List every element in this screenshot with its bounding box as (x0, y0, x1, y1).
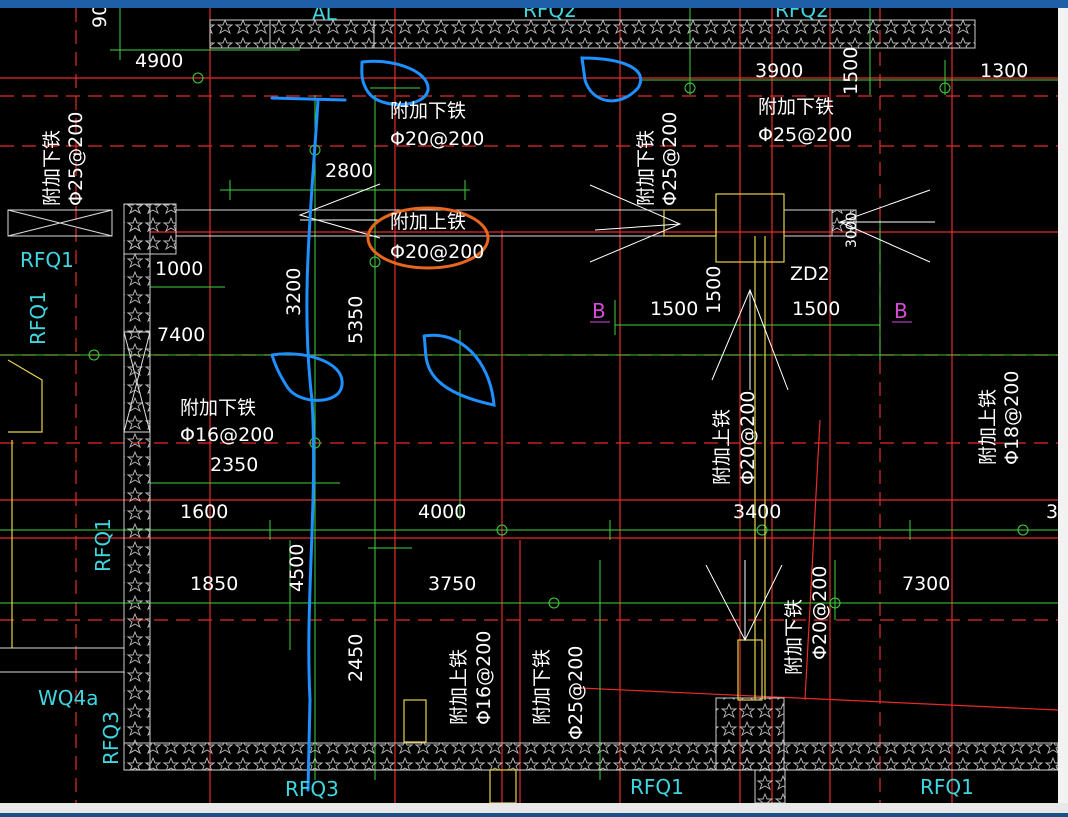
dim-7300: 7300 (902, 573, 950, 595)
dim-2450: 2450 (345, 634, 367, 682)
wall-pier-bottom (715, 697, 785, 771)
window-title-bar (0, 0, 1068, 8)
dim-1000: 1000 (155, 258, 203, 280)
label-zd2: ZD2 (790, 263, 830, 285)
note-3-title: 附加下铁 (41, 130, 63, 206)
dim-4000: 4000 (418, 501, 466, 523)
dim-5350: 5350 (345, 296, 367, 344)
blue-markups (270, 56, 642, 792)
dim-7400: 7400 (157, 324, 205, 346)
note-5-title: 附加下铁 (635, 130, 657, 206)
section-marker-right: B (894, 299, 908, 323)
columns (7, 193, 785, 804)
note-8-spec: Φ18@200 (1001, 371, 1023, 465)
dim-3000-partial: 3000 (844, 212, 860, 248)
note-5-spec: Φ25@200 (659, 112, 681, 206)
dim-3400: 3400 (733, 501, 781, 523)
section-marker-left: B (592, 299, 606, 323)
note-6-spec: Φ16@200 (180, 424, 274, 446)
wall-top (209, 19, 976, 49)
note-11-title: 附加下铁 (783, 599, 805, 675)
note-3-spec: Φ25@200 (65, 112, 87, 206)
note-10-spec: Φ25@200 (565, 646, 587, 740)
note-1-spec: Φ20@200 (390, 128, 484, 150)
label-rfq1-mid-vertical: RFQ1 (91, 518, 115, 572)
orange-highlight (366, 206, 490, 270)
wall-pier-right (831, 209, 857, 237)
note-7-title: 附加上铁 (711, 409, 733, 485)
dim-3200: 3200 (283, 268, 305, 316)
dim-1850: 1850 (190, 573, 238, 595)
wall-left (123, 203, 151, 771)
rebar-arrows (298, 183, 935, 642)
note-2-spec: Φ25@200 (758, 124, 852, 146)
label-rfq3-bottom: RFQ3 (285, 777, 339, 801)
label-rfq1-left-vertical: RFQ1 (26, 291, 50, 345)
dim-1500-top: 1500 (840, 47, 862, 95)
label-rfq1-bottom-mid: RFQ1 (630, 775, 684, 799)
wall-top-left-stub (123, 203, 177, 255)
dim-1600: 1600 (180, 501, 228, 523)
right-edge-panel (1058, 8, 1068, 813)
dimension-texts: 90 4900 3900 1500 1300 2800 1000 3200 53… (89, 4, 1058, 682)
wall-bottom-block (754, 769, 786, 804)
dim-1500-vertical: 1500 (703, 266, 725, 314)
axis-nodes (88, 72, 1029, 609)
note-4-title: 附加上铁 (390, 211, 466, 233)
bottom-edge-panel (0, 803, 1068, 813)
note-2-title: 附加下铁 (758, 96, 834, 118)
note-10-title: 附加下铁 (531, 649, 553, 725)
label-rfq3-vertical: RFQ3 (99, 711, 123, 765)
axis-lines (0, 8, 1059, 803)
dim-1500-right: 1500 (792, 298, 840, 320)
dim-90: 90 (89, 4, 111, 28)
note-9-spec: Φ16@200 (473, 631, 495, 725)
wall-labels: AL RFQ2 RFQ2 RFQ1 RFQ1 RFQ1 WQ4a RFQ3 RF… (20, 0, 974, 801)
note-1-title: 附加下铁 (390, 100, 466, 122)
dim-2800: 2800 (325, 160, 373, 182)
dim-2350: 2350 (210, 454, 258, 476)
label-wq4a: WQ4a (38, 686, 99, 710)
label-rfq1-bottom-right: RFQ1 (920, 775, 974, 799)
drawing-background (0, 8, 1058, 803)
dim-3-edge: 3 (1046, 501, 1058, 523)
note-6-title: 附加下铁 (180, 397, 256, 419)
note-11-spec: Φ20@200 (809, 566, 831, 660)
note-4-spec: Φ20@200 (390, 241, 484, 263)
wall-bottom (123, 742, 1059, 771)
label-rfq1-top-left: RFQ1 (20, 248, 74, 272)
dim-3900: 3900 (755, 60, 803, 82)
dim-1500-left: 1500 (650, 298, 698, 320)
dim-4900: 4900 (135, 50, 183, 72)
note-7-spec: Φ20@200 (737, 391, 759, 485)
note-8-title: 附加上铁 (977, 389, 999, 465)
note-9-title: 附加上铁 (448, 649, 470, 725)
dim-3750: 3750 (428, 573, 476, 595)
dim-1300: 1300 (980, 60, 1028, 82)
rebar-notes: 附加下铁 Φ20@200 附加下铁 Φ25@200 附加下铁 Φ25@200 附… (41, 96, 1023, 740)
structure-outlines (0, 19, 1058, 771)
dim-4500: 4500 (286, 544, 308, 592)
